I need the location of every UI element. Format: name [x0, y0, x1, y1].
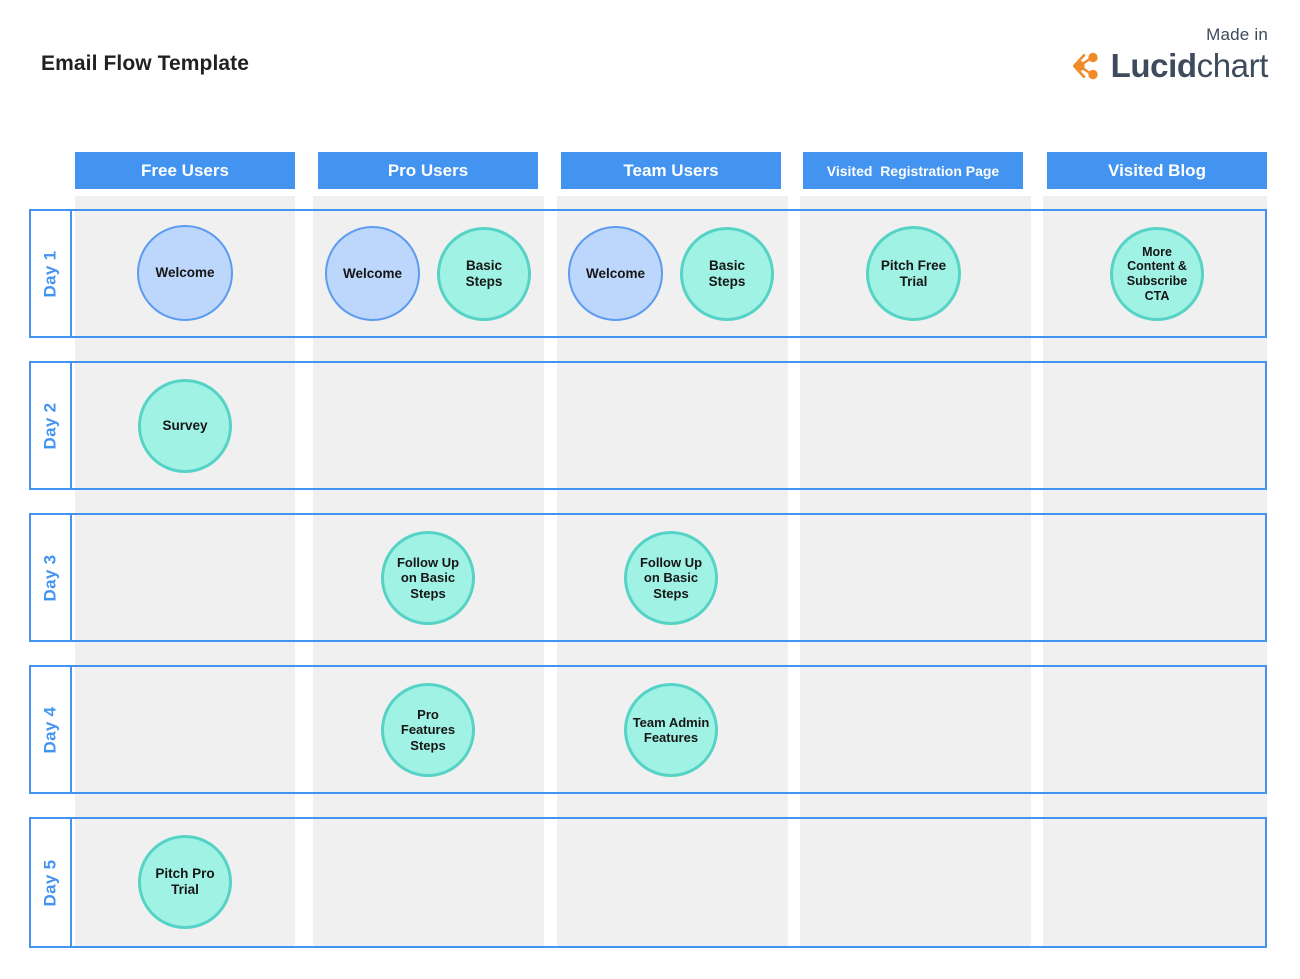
- column-header-team-users[interactable]: Team Users: [561, 152, 781, 189]
- column-header-pro-users[interactable]: Pro Users: [318, 152, 538, 189]
- flow-node-label: Pro Features Steps: [400, 707, 456, 753]
- row-label-text: Day 1: [40, 250, 60, 297]
- flow-node-label: Basic Steps: [708, 258, 746, 289]
- column-band-visited-blog: [1043, 196, 1267, 948]
- brand-made-in-label: Made in: [1206, 25, 1268, 44]
- row-label-day-3[interactable]: Day 3: [31, 515, 72, 640]
- row-label-text: Day 3: [40, 554, 60, 601]
- flow-node-n-free-d5-pitchpro[interactable]: Pitch Pro Trial: [138, 835, 232, 929]
- row-label-day-1[interactable]: Day 1: [31, 211, 72, 336]
- lucidchart-logo-icon: [1070, 52, 1098, 79]
- flow-node-n-team-d4-teamadmin[interactable]: Team Admin Features: [624, 683, 718, 777]
- flow-node-n-team-d1-basic[interactable]: Basic Steps: [680, 227, 774, 321]
- flow-node-label: Follow Up on Basic Steps: [639, 555, 703, 601]
- flow-node-n-pro-d4-profeat[interactable]: Pro Features Steps: [381, 683, 475, 777]
- flow-node-label: Pitch Pro Trial: [155, 866, 215, 897]
- flow-node-n-free-d2-survey[interactable]: Survey: [138, 379, 232, 473]
- flow-node-label: Welcome: [342, 265, 403, 281]
- row-label-day-5[interactable]: Day 5: [31, 819, 72, 946]
- brand: Made in Lucidchart: [1070, 26, 1268, 82]
- row-band-day-2: Day 2: [29, 361, 1267, 490]
- column-header-visited-reg[interactable]: Visited Registration Page: [803, 152, 1023, 189]
- flow-node-n-reg-d1-pitch[interactable]: Pitch Free Trial: [866, 226, 961, 321]
- flow-node-n-pro-d1-basic[interactable]: Basic Steps: [437, 227, 531, 321]
- flow-node-label: Follow Up on Basic Steps: [396, 555, 460, 601]
- column-band-visited-reg: [800, 196, 1031, 948]
- brand-wordmark-regular: chart: [1196, 47, 1269, 84]
- flow-node-n-blog-d1-more[interactable]: More Content & Subscribe CTA: [1110, 227, 1204, 321]
- row-band-day-3: Day 3: [29, 513, 1267, 642]
- flow-node-label: Basic Steps: [465, 258, 503, 289]
- brand-wordmark: Lucidchart: [1110, 47, 1269, 84]
- flow-node-n-pro-d3-followup[interactable]: Follow Up on Basic Steps: [381, 531, 475, 625]
- row-band-day-4: Day 4: [29, 665, 1267, 794]
- flow-node-label: More Content & Subscribe CTA: [1126, 244, 1188, 303]
- row-label-text: Day 4: [40, 706, 60, 753]
- flow-node-label: Welcome: [585, 265, 646, 281]
- row-label-day-4[interactable]: Day 4: [31, 667, 72, 792]
- flow-node-label: Welcome: [155, 265, 215, 281]
- flow-node-n-pro-d1-welcome[interactable]: Welcome: [325, 226, 420, 321]
- row-label-text: Day 2: [40, 402, 60, 449]
- flow-node-n-team-d3-followup[interactable]: Follow Up on Basic Steps: [624, 531, 718, 625]
- flow-node-n-free-d1-welcome[interactable]: Welcome: [137, 225, 233, 321]
- row-band-day-1: Day 1: [29, 209, 1267, 338]
- row-label-text: Day 5: [40, 859, 60, 906]
- row-band-day-5: Day 5: [29, 817, 1267, 948]
- column-header-free-users[interactable]: Free Users: [75, 152, 295, 189]
- brand-wordmark-bold: Lucid: [1110, 47, 1197, 84]
- column-header-visited-blog[interactable]: Visited Blog: [1047, 152, 1267, 189]
- flow-node-n-team-d1-welcome[interactable]: Welcome: [568, 226, 663, 321]
- page-title: Email Flow Template: [41, 52, 250, 75]
- brand-row: Lucidchart: [1070, 49, 1268, 82]
- flow-node-label: Team Admin Features: [632, 714, 710, 745]
- flow-node-label: Survey: [162, 418, 208, 434]
- flow-node-label: Pitch Free Trial: [880, 257, 947, 289]
- column-band-free-users: [75, 196, 295, 948]
- row-label-day-2[interactable]: Day 2: [31, 363, 72, 488]
